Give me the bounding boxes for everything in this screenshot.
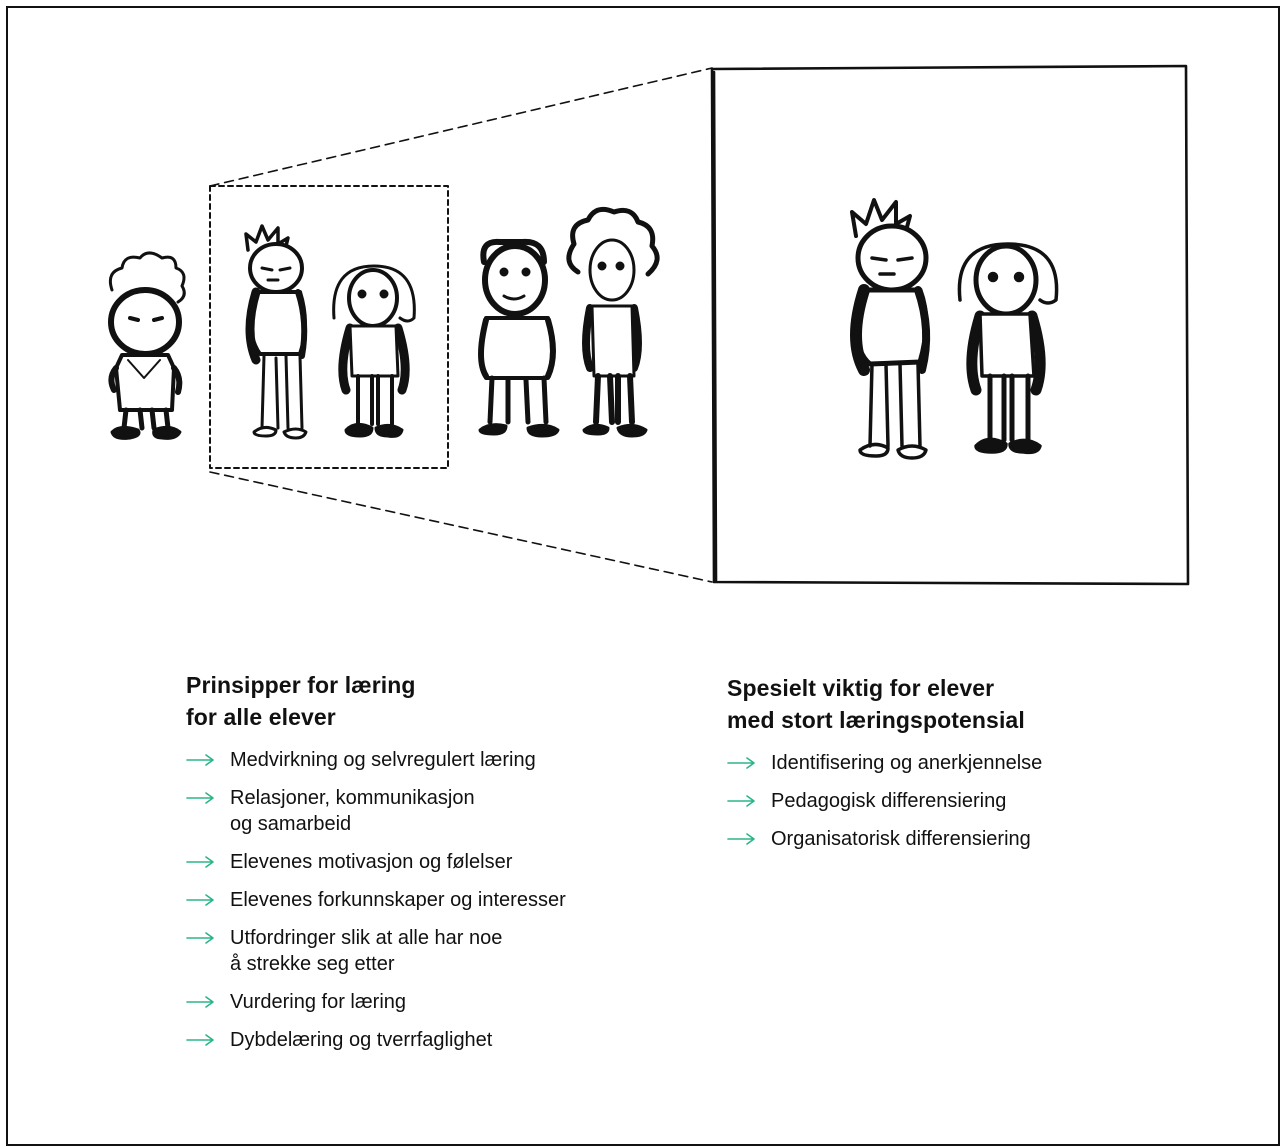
- list-item-text: Vurdering for læring: [230, 991, 407, 1013]
- list-item: Pedagogisk differensiering: [727, 788, 1227, 814]
- list-item-text: Elevenes forkunnskaper og interesser: [230, 889, 566, 911]
- arrow-right-icon: [186, 856, 214, 868]
- arrow-right-icon: [186, 894, 214, 906]
- left-column-heading: Prinsipper for læring for alle elever: [186, 672, 416, 730]
- arrow-right-icon: [186, 792, 214, 804]
- list-item: Elevenes forkunnskaper og interesser: [186, 887, 656, 913]
- arrow-right-icon: [186, 754, 214, 766]
- list-item-text: Pedagogisk differensiering: [771, 790, 1007, 812]
- child-figure-bob: [332, 264, 416, 438]
- arrow-right-icon: [186, 932, 214, 944]
- right-column: Spesielt viktig for elever med stort lær…: [727, 672, 1227, 864]
- list-item-text: Organisatorisk differensiering: [771, 828, 1031, 850]
- list-item: Dybdelæring og tverrfaglighet: [186, 1027, 656, 1053]
- child-figure-spiky: [244, 224, 308, 440]
- list-item-text: Identifisering og anerkjennelse: [771, 752, 1043, 774]
- list-item: Medvirkning og selvregulert læring: [186, 747, 656, 773]
- magnify-dashed-box: [209, 185, 449, 469]
- list-item: Elevenes motivasjon og følelser: [186, 849, 656, 875]
- zoomed-child-spiky: [850, 198, 931, 460]
- arrow-right-icon: [186, 1034, 214, 1046]
- list-item-text: Utfordringer slik at alle har noe å stre…: [230, 927, 503, 975]
- right-column-heading: Spesielt viktig for elever med stort lær…: [727, 675, 1025, 733]
- zoom-panel: [710, 64, 1190, 586]
- arrow-right-icon: [727, 833, 755, 845]
- list-item-text: Medvirkning og selvregulert læring: [230, 749, 536, 771]
- list-item-text: Elevenes motivasjon og følelser: [230, 851, 513, 873]
- arrow-right-icon: [727, 795, 755, 807]
- list-item: Relasjoner, kommunikasjon og samarbeid: [186, 785, 656, 837]
- list-item: Utfordringer slik at alle har noe å stre…: [186, 925, 656, 977]
- zoomed-child-bob: [957, 242, 1059, 455]
- list-item: Identifisering og anerkjennelse: [727, 750, 1227, 776]
- list-item-text: Dybdelæring og tverrfaglighet: [230, 1029, 493, 1051]
- left-column: Prinsipper for læring for alle elever Me…: [186, 669, 656, 1065]
- zoom-connector-lines: [209, 67, 713, 583]
- list-item-text: Relasjoner, kommunikasjon og samarbeid: [230, 787, 475, 835]
- arrow-right-icon: [186, 996, 214, 1008]
- arrow-right-icon: [727, 757, 755, 769]
- child-figure-curly: [108, 251, 186, 440]
- child-figure-afro: [566, 206, 660, 438]
- child-figure-hat: [478, 238, 560, 438]
- list-item: Vurdering for læring: [186, 989, 656, 1015]
- list-item: Organisatorisk differensiering: [727, 826, 1227, 852]
